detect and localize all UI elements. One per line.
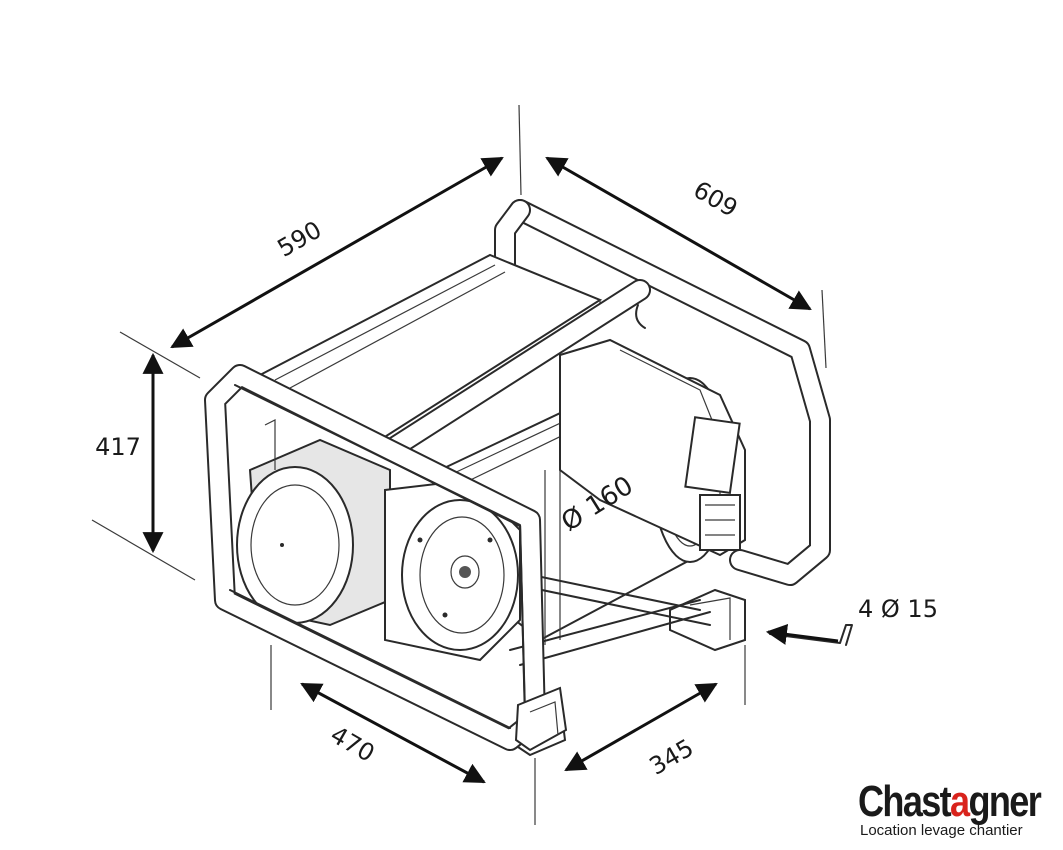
label-mounting-holes: 4 Ø 15 <box>858 595 938 623</box>
chastagner-logo: Chastagner Location levage chantier <box>858 780 1058 842</box>
label-417: 417 <box>95 433 141 461</box>
dimension-345: 345 <box>564 645 746 781</box>
logo-wordmark: Chastagner <box>858 777 1042 826</box>
front-frame <box>204 364 546 751</box>
mounting-holes-callout: 4 Ø 15 <box>765 595 938 646</box>
label-609: 609 <box>689 176 743 223</box>
front-feet <box>514 686 568 752</box>
gearbox-housing <box>559 338 746 557</box>
label-470: 470 <box>326 721 380 768</box>
label-345: 345 <box>645 734 699 781</box>
coupling-disc <box>384 478 521 662</box>
dimension-417: 417 <box>91 352 196 581</box>
logo-tagline: Location levage chantier <box>860 822 1023 839</box>
motor <box>236 419 391 627</box>
rear-frame <box>494 199 831 586</box>
label-590: 590 <box>273 216 327 263</box>
